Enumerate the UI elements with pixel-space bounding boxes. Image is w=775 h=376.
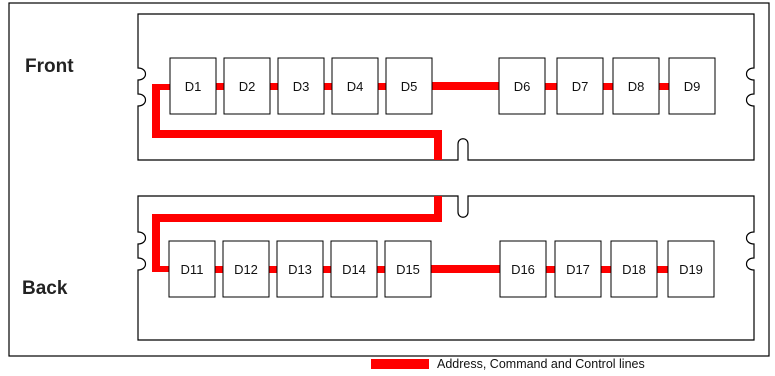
front-chip-label: D5 bbox=[401, 79, 418, 94]
front-chip-d3 bbox=[277, 57, 325, 115]
front-chip-connector bbox=[603, 83, 613, 90]
back-riser bbox=[434, 196, 442, 222]
back-chip-connector bbox=[215, 266, 223, 273]
front-drop-vertical bbox=[152, 84, 160, 138]
front-chip-d9 bbox=[668, 57, 716, 115]
front-chip-label: D7 bbox=[572, 79, 589, 94]
front-chip-d5 bbox=[385, 57, 433, 115]
front-chip-connector bbox=[378, 83, 386, 90]
front-chip-label: D3 bbox=[293, 79, 310, 94]
back-rise-horizontal bbox=[152, 214, 442, 222]
legend: Address, Command and Control lines bbox=[371, 357, 645, 371]
front-chip-d4 bbox=[331, 57, 379, 115]
front-module-outline bbox=[137, 13, 755, 161]
back-chip-d17 bbox=[554, 240, 602, 298]
back-chip-d13 bbox=[276, 240, 324, 298]
back-signal-lines bbox=[152, 196, 502, 273]
front-chip-connector bbox=[270, 83, 278, 90]
back-chip-d11 bbox=[168, 240, 216, 298]
back-chip-label: D14 bbox=[342, 262, 366, 277]
front-chip-connector bbox=[324, 83, 332, 90]
front-signal-lines bbox=[152, 82, 510, 160]
back-chip-label: D19 bbox=[679, 262, 703, 277]
back-chip-label: D11 bbox=[181, 262, 204, 277]
front-chip-connector bbox=[659, 83, 669, 90]
outer-frame bbox=[8, 2, 770, 357]
back-chip-connector bbox=[657, 266, 668, 273]
front-chip-d2 bbox=[223, 57, 271, 115]
front-chip-label: D6 bbox=[514, 79, 531, 94]
front-chip-label: D9 bbox=[684, 79, 701, 94]
back-label: Back bbox=[22, 278, 68, 299]
back-module-outline bbox=[137, 195, 755, 341]
back-chip-label: D12 bbox=[234, 262, 258, 277]
back-chip-connector bbox=[546, 266, 555, 273]
back-chip-d16 bbox=[499, 240, 547, 298]
back-chip-connector bbox=[269, 266, 277, 273]
back-chip-d19 bbox=[667, 240, 715, 298]
front-chip-connector bbox=[216, 83, 224, 90]
front-riser bbox=[434, 130, 442, 160]
back-chip-label: D13 bbox=[288, 262, 312, 277]
front-chip-row: D1 D2 D3 D4 D5 D6 D7 D8 D9 bbox=[169, 57, 716, 115]
front-entry-line bbox=[152, 84, 174, 90]
front-chip-d1 bbox=[169, 57, 217, 115]
front-chip-d6 bbox=[498, 57, 546, 115]
front-chip-label: D1 bbox=[185, 79, 202, 94]
back-entry-line bbox=[152, 266, 170, 272]
back-chip-d15 bbox=[384, 240, 432, 298]
front-chip-d8 bbox=[612, 57, 660, 115]
legend-swatch bbox=[371, 359, 429, 369]
legend-label: Address, Command and Control lines bbox=[437, 357, 645, 371]
back-drop-vertical bbox=[152, 214, 160, 272]
front-chip-connector bbox=[545, 83, 557, 90]
back-chip-d18 bbox=[610, 240, 658, 298]
back-chip-d12 bbox=[222, 240, 270, 298]
front-chip-d7 bbox=[556, 57, 604, 115]
back-chip-label: D15 bbox=[396, 262, 420, 277]
back-chip-label: D18 bbox=[622, 262, 646, 277]
back-chip-row: D11 D12 D13 D14 D15 D16 D17 D18 D19 bbox=[168, 240, 715, 298]
back-chip-connector bbox=[601, 266, 611, 273]
front-chip-label: D2 bbox=[239, 79, 256, 94]
front-chip-label: D8 bbox=[628, 79, 645, 94]
back-chip-connector bbox=[377, 266, 385, 273]
front-drop-horizontal bbox=[152, 130, 442, 138]
back-chip-connector bbox=[323, 266, 331, 273]
front-trunk-line bbox=[418, 82, 510, 90]
back-chip-label: D16 bbox=[511, 262, 535, 277]
back-chip-label: D17 bbox=[566, 262, 590, 277]
back-chip-d14 bbox=[330, 240, 378, 298]
back-trunk-line bbox=[430, 265, 502, 273]
front-chip-label: D4 bbox=[347, 79, 364, 94]
front-label: Front bbox=[25, 56, 74, 77]
